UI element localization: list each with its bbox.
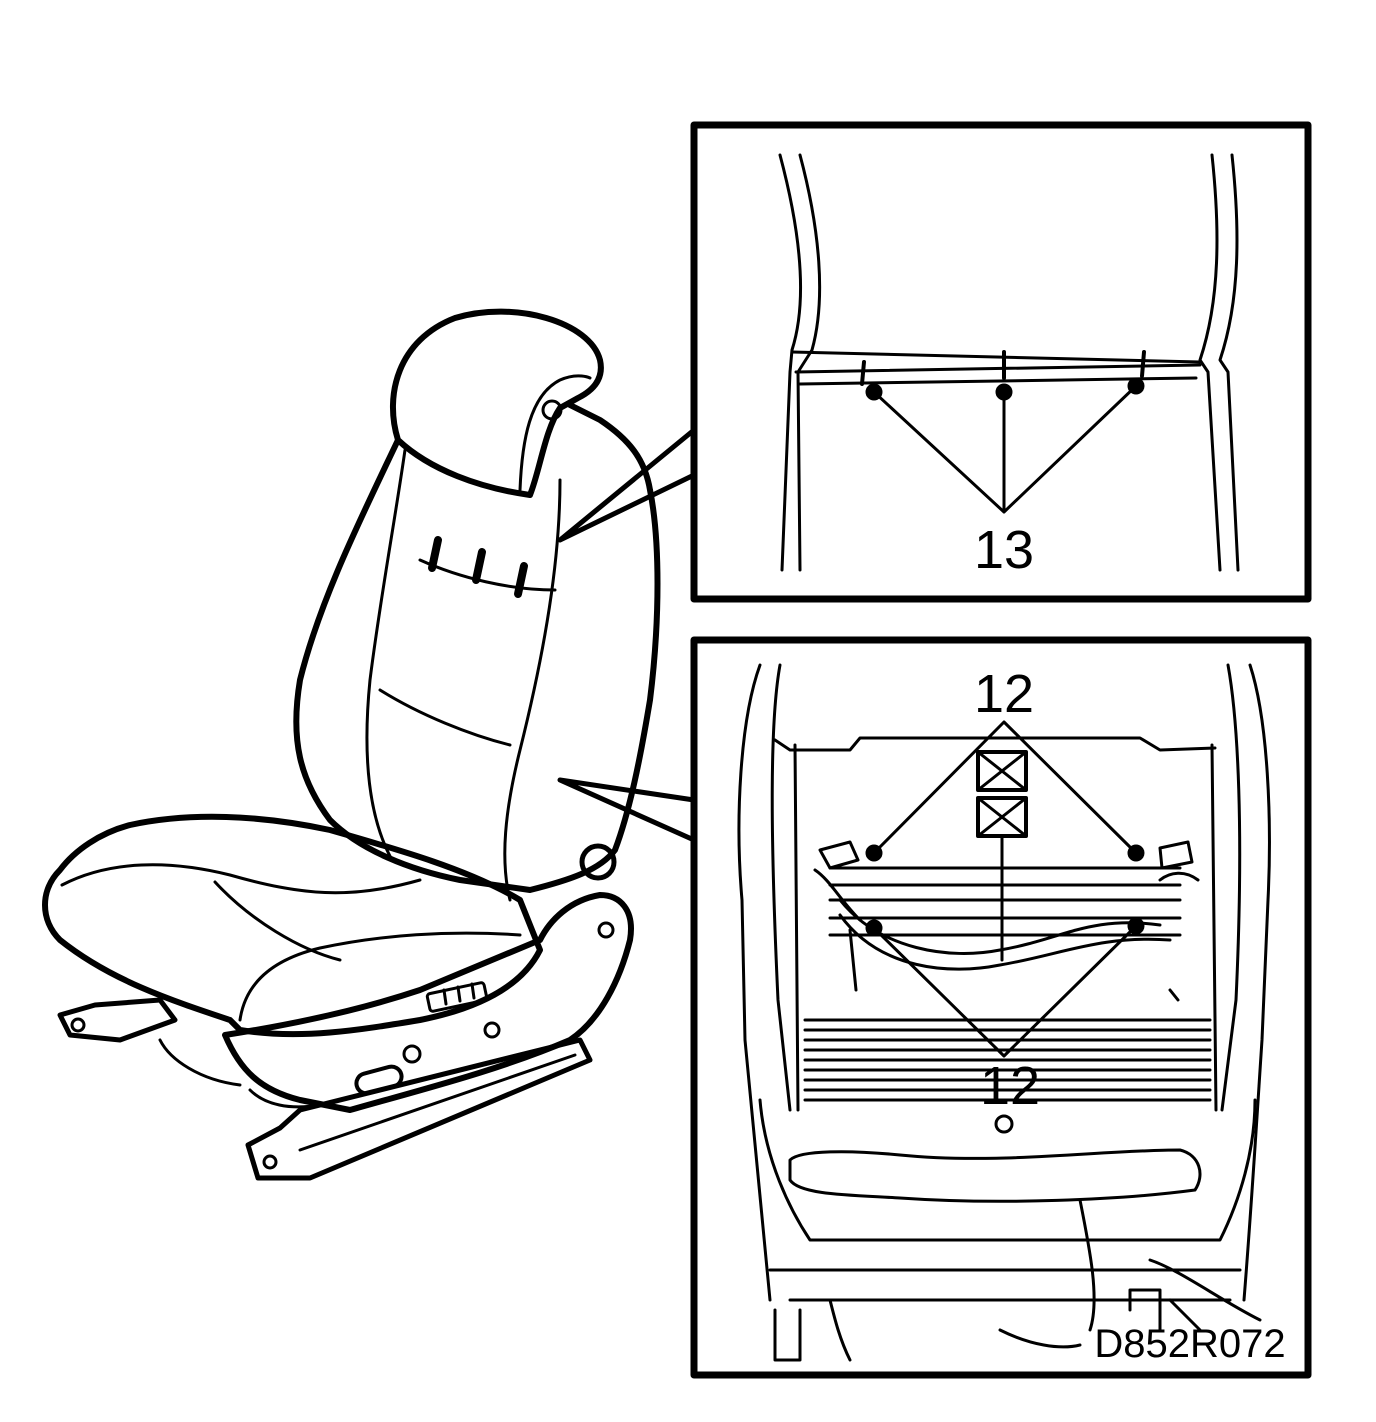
lower-cushion: [788, 1148, 1202, 1203]
side-bracket-right: [1158, 840, 1200, 1002]
lower-cushion-edge: [758, 1098, 1257, 1242]
switch-knob: [402, 1044, 422, 1064]
backrest-side-bolster-right: [503, 478, 562, 902]
mechanism-hole: [994, 1114, 1014, 1134]
clip-mark: [514, 562, 528, 598]
frame-right-post-inner: [1210, 663, 1242, 1112]
seat-cushion-front-seam: [60, 863, 422, 895]
clip-mark: [472, 548, 486, 584]
lower-detail-panel: [690, 636, 1312, 1379]
leader-lines-12-bottom: [872, 924, 1138, 1058]
connector-lower-x: [976, 796, 1028, 838]
backrest-right-edge: [1198, 153, 1222, 572]
pointer-lower: [557, 777, 697, 843]
clip-tick: [1140, 350, 1146, 378]
car-seat-drawing: [42, 308, 661, 1181]
switch-divider: [456, 985, 462, 1003]
rail-edge: [298, 1053, 577, 1152]
trim-bar-lower: [798, 376, 1198, 386]
backrest-center-seam: [418, 558, 557, 592]
spring-rows: [803, 866, 1212, 1102]
seat-cushion: [42, 813, 543, 1038]
seat-rail-rear: [57, 997, 178, 1043]
callout-12-bottom: 12: [980, 1056, 1040, 1116]
upper-detail-frame: [690, 121, 1312, 603]
trim-screw-hole: [597, 921, 615, 939]
harness-wire: [838, 913, 1172, 971]
backrest-left-edge-inner: [796, 153, 822, 572]
clip-tick: [860, 360, 866, 386]
seat-rail-front: [245, 1037, 593, 1181]
leader-lines-13: [872, 384, 1138, 514]
backrest-left-edge: [778, 153, 802, 572]
frame-left-post-inner: [770, 663, 800, 1112]
bottom-mechanism: [768, 1198, 1262, 1362]
leader-lines-12-top: [872, 720, 1138, 855]
upper-detail-panel: [690, 121, 1312, 603]
trim-screw-hole: [483, 1021, 501, 1039]
headrest-post-hole: [541, 399, 563, 421]
connector-upper: [976, 750, 1028, 792]
figure-code: D852R072: [1094, 1322, 1285, 1366]
clip-mark: [428, 536, 442, 572]
recline-knob: [579, 843, 617, 881]
headrest: [389, 308, 604, 498]
backrest: [293, 402, 661, 893]
seat-switch-bank: [425, 981, 489, 1013]
headrest-inner-edge: [518, 374, 592, 492]
callout-12-top: 12: [974, 664, 1034, 724]
backrest-lower-seam: [378, 688, 512, 747]
frame-top-bar: [773, 736, 1217, 752]
seat-cushion-center-seam: [213, 880, 342, 962]
harness-wire: [838, 898, 1162, 955]
side-trim-panel: [222, 892, 634, 1113]
frame-right-post: [1242, 663, 1271, 1302]
callout-13: 13: [974, 520, 1034, 580]
rail-bolt-hole: [70, 1017, 86, 1033]
side-bracket-left: [813, 840, 862, 992]
seat-mechanism: [158, 1038, 322, 1109]
seat-cushion-bolster: [238, 931, 522, 1022]
frame-left-post: [737, 663, 772, 1302]
backrest-right-edge-inner: [1218, 153, 1240, 572]
trim-bar-upper: [790, 350, 1202, 364]
switch-divider: [442, 988, 448, 1006]
connector-upper-x: [976, 750, 1028, 792]
backrest-side-bolster: [365, 448, 407, 862]
switch-divider: [470, 982, 476, 1000]
rail-bolt-hole: [262, 1154, 278, 1170]
